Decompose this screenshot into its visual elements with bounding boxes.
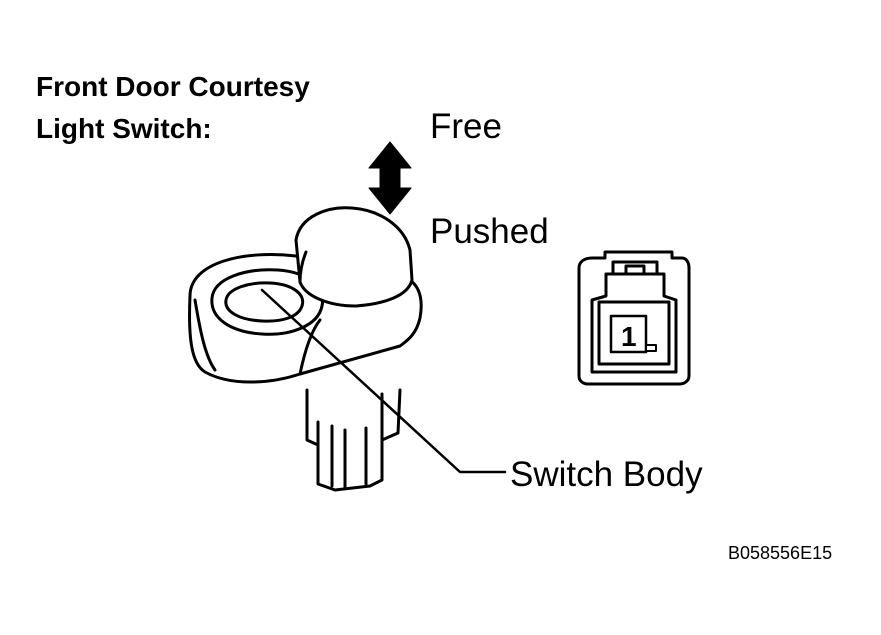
connector-tail	[305, 388, 402, 492]
figure-code: B058556E15	[728, 543, 833, 563]
switch-body-leader	[260, 288, 507, 474]
free-label: Free	[430, 107, 502, 146]
connector-face-icon	[577, 250, 691, 386]
connector-pin-label: 1	[621, 321, 637, 352]
diagram-title-line1: Front Door Courtesy	[36, 71, 310, 102]
switch-body-label: Switch Body	[510, 455, 703, 494]
switch-plunger	[294, 206, 414, 308]
double-arrow-icon	[368, 141, 412, 215]
diagram-title-line2: Light Switch:	[36, 113, 212, 144]
pushed-label: Pushed	[430, 212, 549, 251]
